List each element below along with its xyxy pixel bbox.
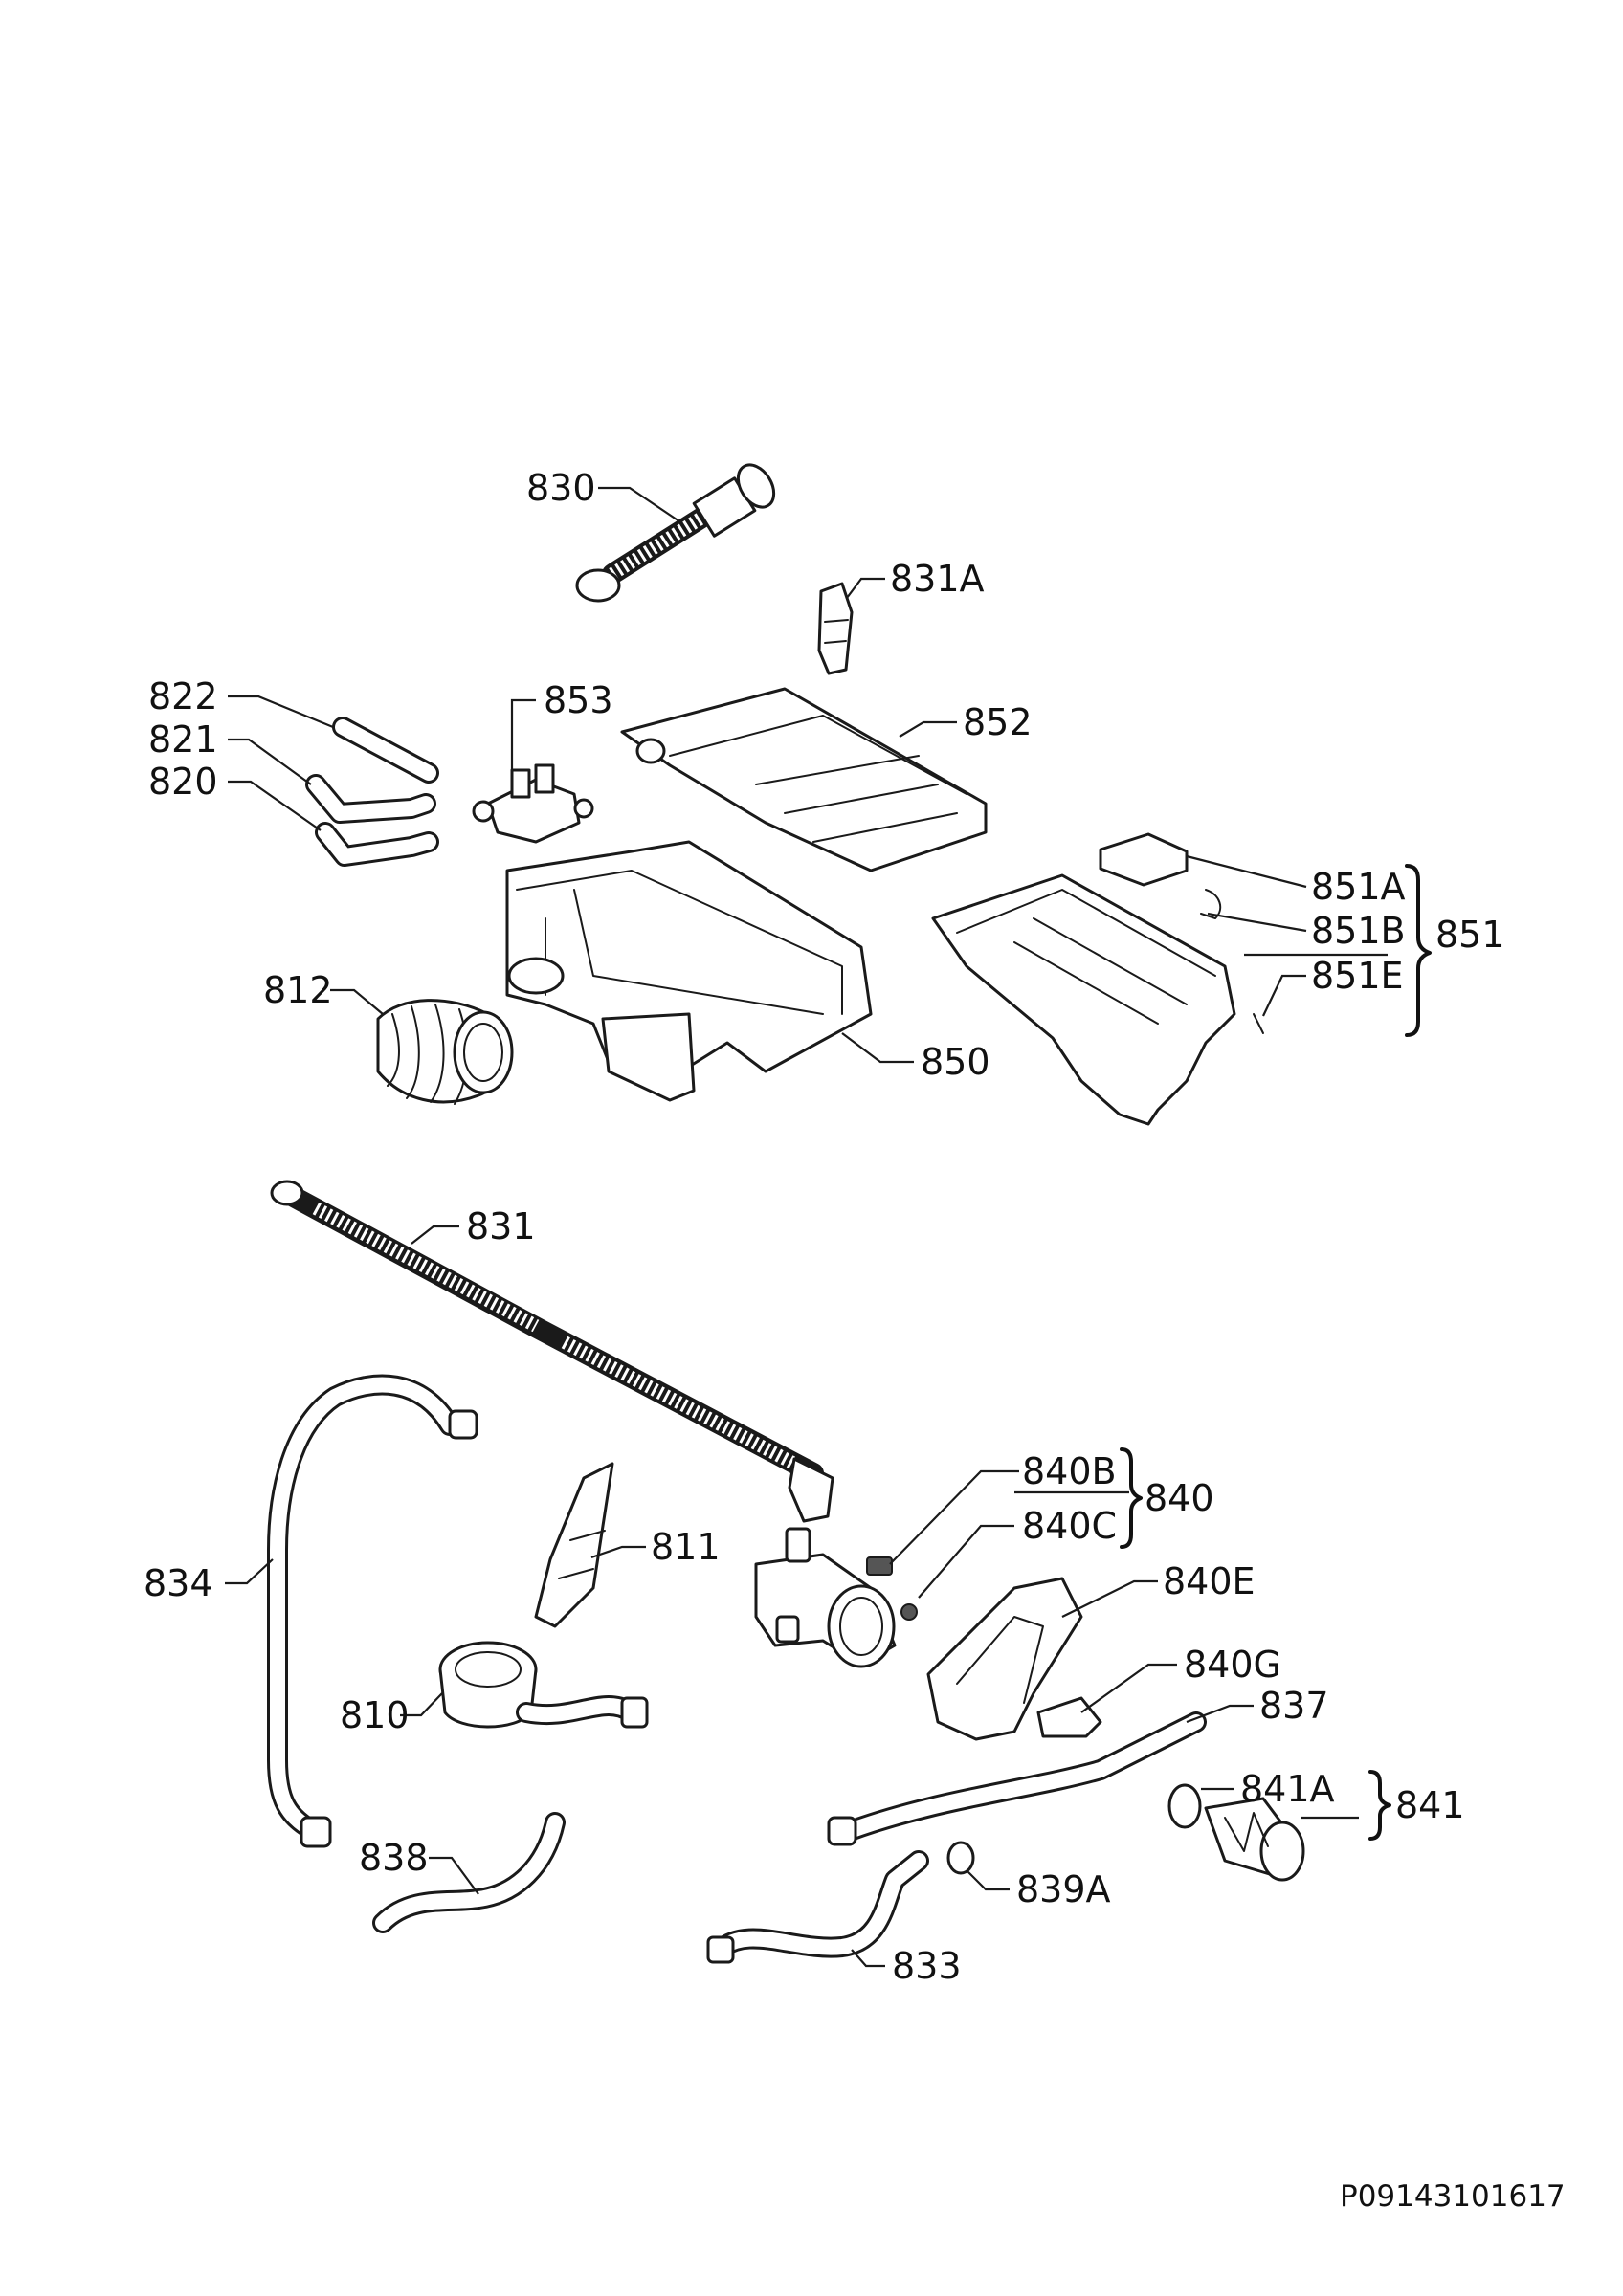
- part-831A-clip: [817, 582, 854, 675]
- part-810-sump: [438, 1641, 649, 1729]
- label-840G: 840G: [1184, 1644, 1281, 1686]
- label-812: 812: [263, 969, 333, 1011]
- brace-851: [1405, 864, 1432, 1037]
- label-840B: 840B: [1022, 1450, 1117, 1492]
- part-850-housing: [505, 840, 873, 1102]
- label-852: 852: [963, 701, 1033, 743]
- label-810: 810: [340, 1694, 410, 1736]
- part-852-lid: [620, 687, 988, 872]
- label-811: 811: [651, 1526, 721, 1568]
- label-840: 840: [1145, 1477, 1214, 1519]
- part-841-filter: [1167, 1783, 1305, 1882]
- label-833: 833: [892, 1945, 962, 1987]
- part-822-hose: [332, 717, 439, 784]
- part-833-hose: [706, 1850, 929, 1964]
- label-840E: 840E: [1163, 1560, 1256, 1602]
- drawing-code: P09143101617: [1340, 2179, 1566, 2214]
- brace-840: [1120, 1447, 1143, 1549]
- label-837: 837: [1259, 1685, 1329, 1727]
- part-851-drawer: [931, 832, 1264, 1126]
- part-840E-cover: [926, 1577, 1083, 1741]
- label-830: 830: [526, 467, 596, 509]
- part-840-pump: [754, 1527, 918, 1668]
- label-851A: 851A: [1311, 866, 1406, 908]
- brace-841: [1368, 1770, 1391, 1841]
- part-821-hose: [305, 774, 436, 824]
- label-851: 851: [1435, 914, 1505, 956]
- part-837-hose: [827, 1711, 1207, 1846]
- part-820-hose: [315, 822, 439, 867]
- label-820: 820: [148, 761, 218, 803]
- label-840C: 840C: [1022, 1505, 1117, 1547]
- label-821: 821: [148, 718, 218, 761]
- part-labels: 830 831A 822 821 820 853 852 851A 851B 8…: [144, 467, 1505, 1987]
- part-812-bellows: [376, 999, 514, 1105]
- label-841: 841: [1395, 1784, 1465, 1826]
- label-822: 822: [148, 675, 218, 718]
- label-851E: 851E: [1311, 955, 1404, 997]
- part-838-hose: [372, 1812, 566, 1933]
- label-831A: 831A: [890, 558, 985, 600]
- part-830-inlet-hose: [575, 463, 776, 603]
- label-841A: 841A: [1240, 1768, 1335, 1810]
- part-811-vent: [534, 1462, 614, 1628]
- part-840G-part: [1036, 1696, 1102, 1738]
- label-838: 838: [359, 1837, 429, 1879]
- label-831: 831: [466, 1205, 536, 1247]
- label-851B: 851B: [1311, 910, 1406, 952]
- part-834-hose: [267, 1374, 478, 1848]
- label-850: 850: [921, 1041, 990, 1083]
- part-831-drain-hose: [270, 1180, 834, 1523]
- label-839A: 839A: [1016, 1868, 1111, 1910]
- part-853-valve: [472, 763, 594, 844]
- label-834: 834: [144, 1562, 213, 1604]
- leader-lines: [225, 486, 1388, 1968]
- part-839A-cap: [946, 1841, 975, 1875]
- label-853: 853: [544, 679, 613, 721]
